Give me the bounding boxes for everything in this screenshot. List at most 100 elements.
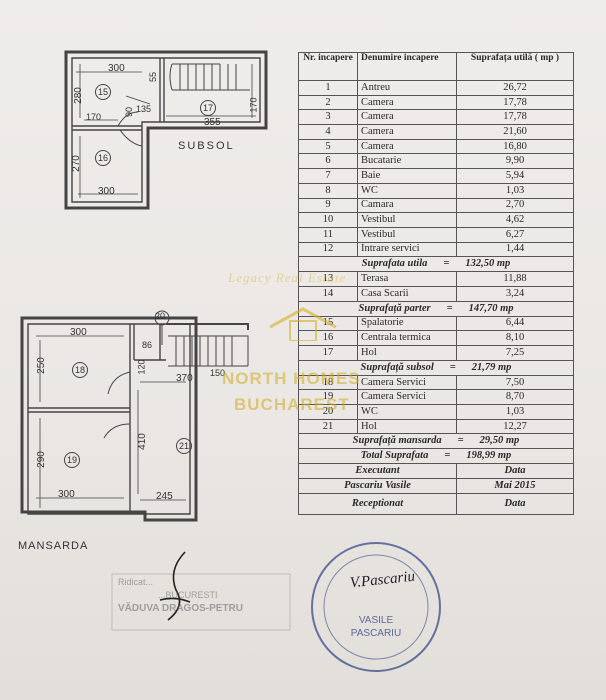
room-name-cell: Intrare servici — [357, 241, 457, 258]
room-number-cell: 9 — [298, 197, 358, 214]
dim-label: 300 — [98, 186, 115, 197]
room-name-cell: Camera — [357, 94, 457, 111]
room-name-cell: Centrala termica — [357, 330, 457, 346]
summary-util-eq: = — [443, 258, 450, 270]
summary-mansarda: Suprafață mansarda=29,50 mp — [298, 433, 574, 450]
room-name-cell: Camera — [357, 138, 457, 155]
room-name-cell: WC — [357, 182, 457, 199]
room-area-cell: 9,90 — [456, 153, 574, 170]
col-header-nr: Nr. incapere — [298, 52, 358, 81]
room-name-cell: Antreu — [357, 80, 457, 96]
room-name-cell: Camera Servici — [357, 389, 457, 406]
dim-label: 300 — [108, 63, 125, 74]
dim-label: 170 — [86, 112, 102, 122]
dim-label: 300 — [70, 327, 87, 338]
room-area-cell: 8,70 — [456, 389, 574, 406]
sign-cell: Receptionat — [298, 493, 457, 516]
stamp-line: ...BUCURESTI — [158, 590, 218, 600]
room-name-cell: Hol — [357, 418, 457, 435]
summary-parter-label: Suprafață parter — [358, 302, 431, 314]
dim-label: 90 — [124, 106, 135, 118]
left-stamp-text: Ridicat... ...BUCURESTI VĂDUVA DRAGOS-PE… — [118, 576, 243, 615]
room-number-cell: 11 — [298, 226, 358, 243]
summary-util-value: 132,50 mp — [465, 258, 511, 270]
summary-mansarda-eq: = — [457, 435, 464, 447]
dim-label: 55 — [148, 71, 159, 83]
room-name-cell: Camara — [357, 197, 457, 214]
room-number: 16 — [95, 150, 111, 166]
watermark-line1: NORTH HOMES — [222, 369, 361, 388]
dim-label: 355 — [204, 117, 221, 128]
summary-parter-value: 147,70 mp — [468, 302, 514, 314]
room-name-cell: Camera — [357, 109, 457, 126]
summary-total-cell: Total Suprafata=198,99 mp — [298, 448, 574, 465]
room-number: 15 — [95, 84, 111, 100]
room-area-cell: 1,03 — [456, 404, 574, 420]
summary-subsol-eq: = — [449, 361, 456, 373]
dim-label: 290 — [35, 451, 47, 468]
room-area-cell: 16,80 — [456, 138, 574, 155]
stamp-line: VĂDUVA DRAGOS-PETRU — [118, 603, 244, 614]
sign-cell: Mai 2015 — [456, 478, 574, 495]
watermark-line2: BUCHAREST — [234, 395, 350, 414]
mansarda-plan — [20, 310, 249, 522]
summary-subsol: Suprafață subsol=21,79 mp — [298, 359, 574, 376]
room-area-cell: 17,78 — [456, 94, 574, 111]
room-number: 21 — [176, 438, 192, 454]
stamp-line: Ridicat... — [118, 577, 154, 587]
dim-label: 410 — [136, 433, 148, 450]
room-area-cell: 1,44 — [456, 241, 574, 258]
summary-subsol-cell: Suprafață subsol=21,79 mp — [298, 359, 574, 376]
sign-cell: Data — [456, 463, 574, 480]
room-number-cell: 5 — [298, 138, 358, 155]
room-number-cell: 3 — [298, 109, 358, 126]
room-area-cell: 6,44 — [456, 315, 574, 332]
dim-label: 245 — [156, 491, 173, 502]
room-area-cell: 2,70 — [456, 197, 574, 214]
dim-label: 270 — [70, 155, 82, 172]
col-header-area: Suprafața utilă ( mp ) — [456, 52, 574, 81]
room-name-cell: Terasa — [357, 271, 457, 287]
room-number-cell: 1 — [298, 80, 358, 96]
plan-title-mansarda: MANSARDA — [18, 540, 89, 552]
subsol-plan — [64, 50, 268, 210]
room-area-cell: 5,94 — [456, 168, 574, 184]
summary-util-cell: Suprafata utila=132,50 mp — [298, 256, 574, 273]
room-area-cell: 1,03 — [456, 182, 574, 199]
table-header-row: Nr. incapere Denumire incapere Suprafața… — [298, 52, 574, 81]
engineer-stamp — [311, 542, 441, 672]
room-name-cell: Bucatarie — [357, 153, 457, 170]
summary-mansarda-label: Suprafață mansarda — [352, 435, 442, 447]
room-number-cell: 7 — [298, 168, 358, 184]
dim-label: 370 — [176, 373, 193, 384]
room-number: 18 — [72, 362, 88, 378]
room-area-cell: 8,10 — [456, 330, 574, 346]
room-number: 19 — [64, 452, 80, 468]
room-area-cell: 21,60 — [456, 124, 574, 140]
summary-parter-cell: Suprafață parter=147,70 mp — [298, 300, 574, 317]
room-number-cell: 8 — [298, 182, 358, 199]
room-name-cell: Vestibul — [357, 212, 457, 228]
summary-total-eq: = — [444, 450, 451, 462]
room-name-cell: Vestibul — [357, 226, 457, 243]
room-name-cell: Casa Scarii — [357, 285, 457, 302]
summary-total-value: 198,99 mp — [466, 450, 512, 462]
summary-parter: Suprafață parter=147,70 mp — [298, 300, 574, 317]
room-number-cell: 2 — [298, 94, 358, 111]
room-number-cell: 20 — [298, 404, 358, 420]
summary-subsol-label: Suprafață subsol — [360, 361, 434, 373]
